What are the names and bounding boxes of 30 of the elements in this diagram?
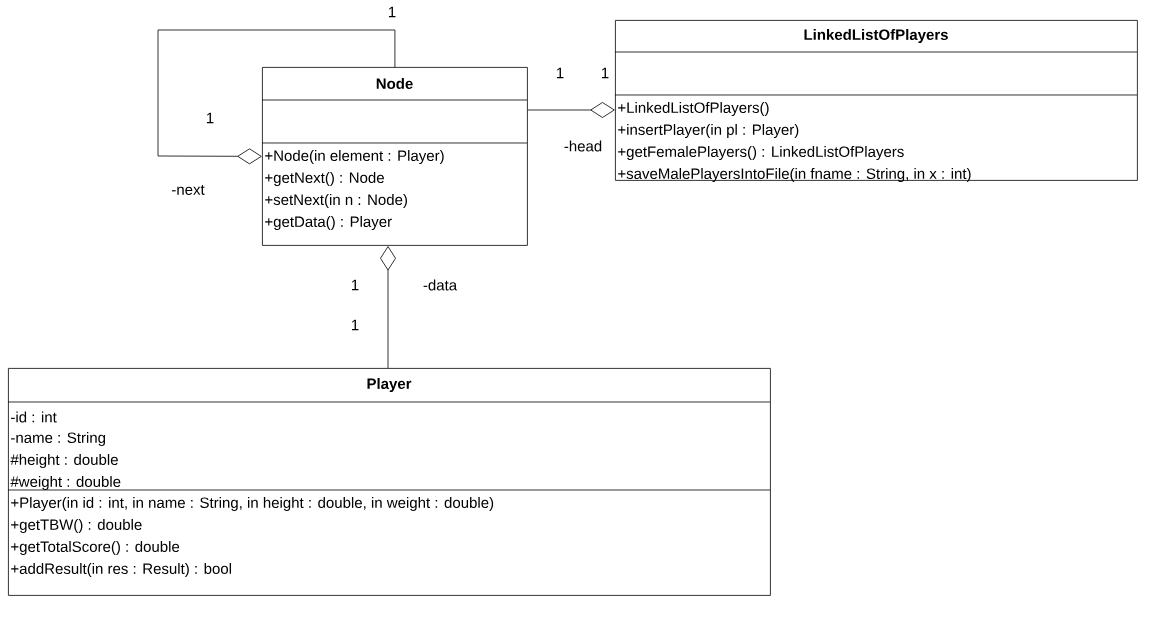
operation-text: +getData() : Player <box>265 216 392 230</box>
multiplicity-label: 1 <box>557 67 564 79</box>
multiplicity-label: 1 <box>207 112 214 124</box>
multiplicity-label: 1 <box>352 279 359 291</box>
role-label: -data <box>421 278 459 292</box>
operation-text: +setNext(in n : Node) <box>265 194 407 208</box>
multiplicity-label: 1 <box>352 319 359 331</box>
operation-text: +Player(in id : int, in name : String, in height : double, in weight : double) <box>11 497 494 511</box>
class-name: LinkedListOfPlayers <box>804 29 948 43</box>
class-name: Player <box>367 378 412 392</box>
operation-text: +getNext() : Node <box>265 172 384 186</box>
operation-text: +getTBW() : double <box>11 519 142 533</box>
operation-text: +getTotalScore() : double <box>11 541 180 555</box>
operation-text: +LinkedListOfPlayers() <box>618 102 769 116</box>
role-label: -head <box>562 139 604 153</box>
class-name: Node <box>376 78 413 89</box>
role-label: -next <box>170 184 206 196</box>
attribute-text: -id : int <box>11 411 57 423</box>
attribute-text: #height : double <box>10 454 118 468</box>
operation-text: +getFemalePlayers() : LinkedListOfPlayers <box>618 146 904 160</box>
operation-text: +Node(in element : Player) <box>265 150 444 164</box>
aggregation-line <box>527 102 615 118</box>
aggregation-line <box>380 246 396 369</box>
multiplicity-label: 1 <box>389 6 396 18</box>
attribute-text: #weight : double <box>10 476 121 490</box>
aggregation-line <box>157 29 396 165</box>
operation-text: +insertPlayer(in pl : Player) <box>618 124 799 138</box>
attribute-text: -name : String <box>11 432 105 446</box>
operation-text: +addResult(in res : Result) : bool <box>11 563 231 577</box>
operation-text: +saveMalePlayersIntoFile(in fname : String, in x : int) <box>618 168 971 182</box>
